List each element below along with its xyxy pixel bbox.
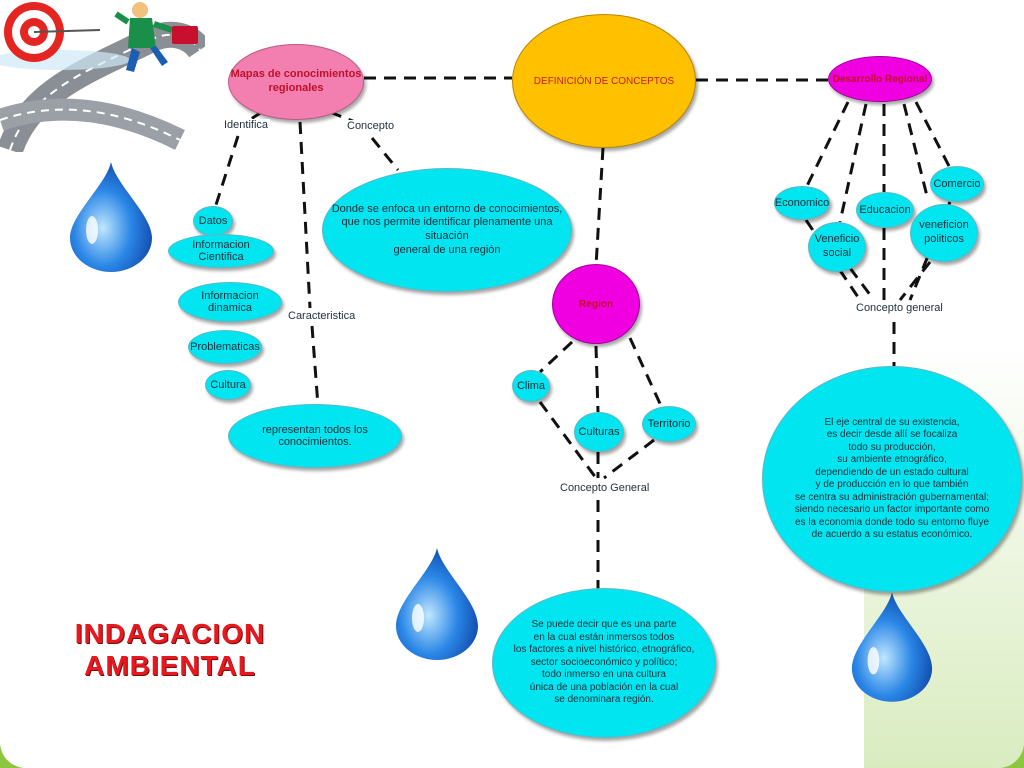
node-desarrollo-regional: Desarrollo Regional	[828, 56, 932, 102]
edge-label-concepto-general-desarrollo: Concepto general	[854, 302, 945, 314]
edge-definicion-region	[594, 147, 605, 267]
node-veneficion-politicos: veneficion politicos	[910, 204, 978, 262]
edge-vsocial-cg	[848, 267, 876, 301]
slide-title: INDAGACION AMBIENTAL	[74, 618, 266, 681]
node-datos: Datos	[193, 206, 233, 236]
node-mapas-caracteristica-description: representan todos los conocimientos.	[228, 404, 402, 468]
node-comercio: Comercio	[930, 166, 984, 202]
node-economico: Economico	[774, 186, 830, 220]
node-mapas-conocimientos: Mapas de conocimientos regionales	[228, 44, 364, 120]
node-region-concepto-description: Se puede decir que es una parte en la cu…	[492, 588, 716, 738]
edge-identifica-datos	[213, 135, 240, 209]
edge-label-identifica: Identifica	[222, 119, 271, 131]
edge-mapas-caracteristica	[298, 121, 312, 309]
edge-clima-cg	[538, 401, 598, 479]
node-region: Region	[552, 264, 640, 344]
node-informacion-dinamica: Informacion dinamica	[178, 282, 282, 322]
water-drop-icon	[396, 548, 478, 660]
node-educacion: Educacion	[856, 192, 914, 228]
edge-desarrollo-economico	[804, 101, 850, 189]
node-problematicas: Problematicas	[188, 330, 262, 364]
node-mapas-concepto-description: Donde se enfoca un entorno de conocimien…	[322, 168, 572, 292]
edge-label-concepto: Concepto	[345, 120, 397, 132]
edge-comercio-cg	[908, 201, 952, 301]
edge-label-caracteristica: Caracteristica	[286, 310, 358, 322]
businessman-figure	[114, 2, 198, 72]
target-road-businessman-illustration	[0, 0, 205, 152]
edge-desarrollo-comercio	[914, 101, 952, 169]
edge-vpoliticos-cg	[898, 261, 932, 301]
node-culturas: Culturas	[574, 412, 624, 452]
water-drop-icon	[851, 592, 933, 702]
node-cultura: Cultura	[205, 370, 251, 400]
edge-territorio-cg	[603, 438, 655, 480]
node-veneficio-social: Veneficio social	[808, 222, 866, 272]
node-territorio: Territorio	[642, 406, 696, 442]
node-clima: Clima	[512, 370, 550, 402]
node-definicion-conceptos: DEFINICIÓN DE CONCEPTOS	[512, 14, 696, 148]
node-desarrollo-concepto-description: El eje central de su existencia, es deci…	[762, 366, 1022, 592]
edge-region-culturas	[594, 345, 600, 413]
edge-desarrollo-veneficio-social	[838, 103, 868, 223]
edge-caracteristica-box	[310, 325, 320, 407]
edge-region-territorio	[628, 337, 664, 409]
water-drop-icon	[70, 162, 152, 272]
edge-region-clima	[538, 340, 574, 374]
edge-concepto-box	[370, 137, 400, 171]
node-informacion-cientifica: Informacion Cientifica	[168, 234, 274, 268]
edge-desarrollo-veneficion	[902, 103, 930, 201]
edge-label-concepto-general-region: Concepto General	[558, 482, 652, 494]
